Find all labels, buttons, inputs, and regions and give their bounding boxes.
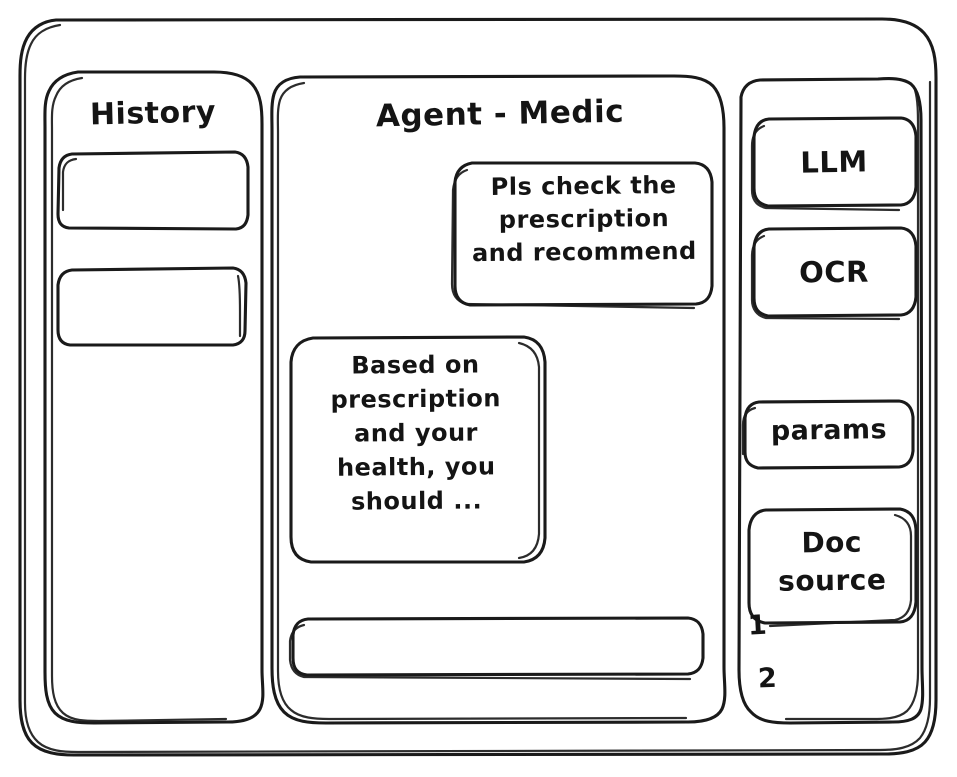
history-item-1-frame	[56, 150, 250, 231]
history-item-2[interactable]	[58, 268, 246, 345]
history-panel-title: History	[89, 94, 217, 133]
llm-button-label: LLM	[800, 144, 868, 180]
doc-source-button-frame	[747, 507, 918, 628]
params-button-frame	[741, 399, 915, 470]
agent-message-bubble-frame	[289, 335, 547, 564]
history-panel-frame	[43, 70, 265, 725]
agent-message-text: Based on prescription and your health, y…	[330, 350, 501, 516]
user-message-bubble-frame	[450, 161, 714, 310]
params-button-label: params	[770, 414, 888, 447]
composer-input[interactable]	[290, 618, 703, 678]
app-window-frame	[18, 17, 938, 757]
history-item-1[interactable]	[58, 152, 248, 229]
composer-input-frame	[288, 616, 705, 681]
ocr-button-frame	[750, 226, 918, 321]
user-message-text: Pls check the prescription and recommend	[471, 171, 697, 268]
ocr-button-label: OCR	[798, 254, 870, 290]
history-item-2-frame	[56, 266, 248, 347]
doc-source-marker-1[interactable]: 1	[747, 609, 769, 642]
doc-source-marker-2[interactable]: 2	[757, 662, 778, 695]
llm-button-frame	[750, 116, 918, 212]
agent-panel-frame	[270, 74, 727, 725]
doc-source-button-label: Doc source	[777, 525, 887, 598]
tools-panel-frame	[737, 76, 925, 725]
agent-panel-title: Agent - Medic	[375, 93, 625, 135]
